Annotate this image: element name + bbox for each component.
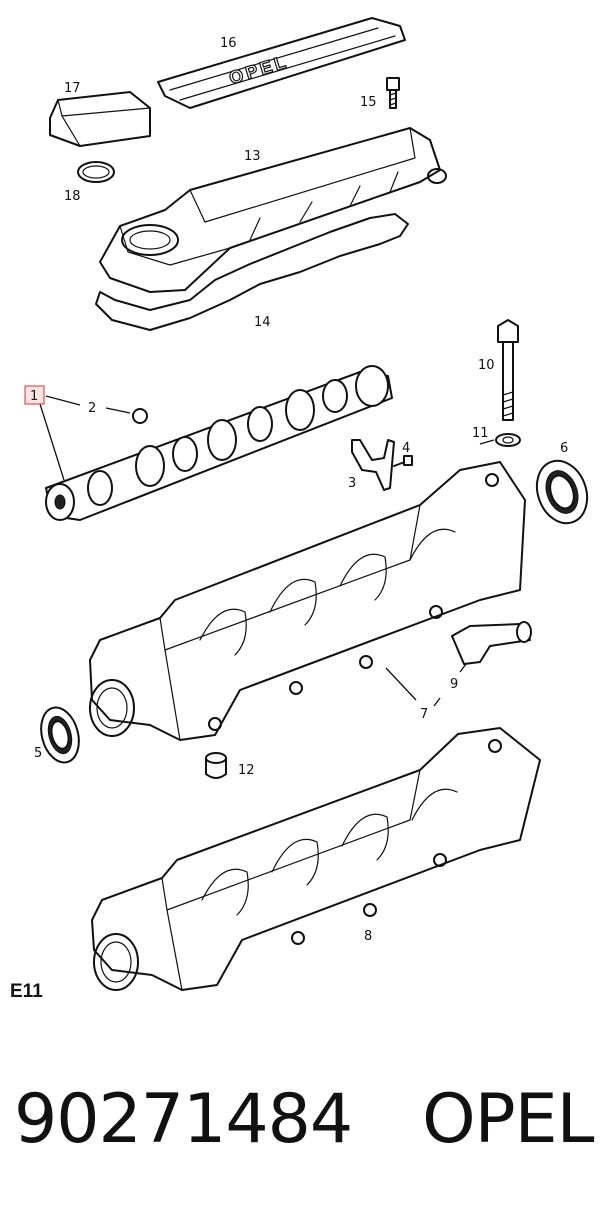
leader-1-to-2 xyxy=(45,395,81,406)
leader-1-to-camshaft xyxy=(39,403,65,481)
callout-17: 17 xyxy=(64,81,81,96)
part-1-camshaft xyxy=(45,365,393,521)
callout-9: 9 xyxy=(450,677,458,692)
callout-1-highlight xyxy=(24,385,45,405)
part-2-plug xyxy=(132,408,148,424)
part-15-bolt xyxy=(386,77,400,109)
leader-7 xyxy=(385,667,417,701)
part-7-camshaft-housing xyxy=(89,461,526,741)
part-9-pipe-elbow xyxy=(451,621,532,665)
part-footer: 90271484 OPEL xyxy=(14,1080,595,1160)
callout-16: 16 xyxy=(220,36,237,51)
callout-13: 13 xyxy=(244,149,261,164)
callout-8: 8 xyxy=(364,929,372,944)
part-17-cap-cover xyxy=(49,91,151,147)
part-4-screw xyxy=(393,455,413,467)
callout-4: 4 xyxy=(402,441,410,456)
callout-7: 7 xyxy=(420,707,428,722)
part-11-washer xyxy=(495,433,521,447)
section-code: E11 xyxy=(10,981,43,1002)
callout-12: 12 xyxy=(238,763,255,778)
leader-7-9 xyxy=(433,697,441,707)
part-number: 90271484 xyxy=(14,1080,353,1159)
callout-15: 15 xyxy=(360,95,377,110)
part-11-washer-hole xyxy=(502,436,514,444)
part-18-o-ring-inner xyxy=(82,165,110,179)
callout-5: 5 xyxy=(34,746,42,761)
leader-9 xyxy=(459,663,467,673)
part-5-oil-seal xyxy=(40,706,80,764)
part-13-head-cover xyxy=(99,127,447,293)
part-8-camshaft-housing xyxy=(91,727,541,991)
callout-14: 14 xyxy=(254,315,271,330)
part-12-dowel-sleeve xyxy=(205,752,227,779)
part-14-gasket xyxy=(95,213,409,331)
part-6-oil-seal xyxy=(535,459,589,525)
part-18-o-ring xyxy=(77,161,115,183)
callout-3: 3 xyxy=(348,476,356,491)
leader-11 xyxy=(479,439,495,445)
callout-18: 18 xyxy=(64,189,81,204)
part-10-long-bolt xyxy=(497,319,519,421)
callout-11: 11 xyxy=(472,426,489,441)
callout-labels: 1 2 3 4 5 6 7 8 9 10 11 12 13 14 15 16 1… xyxy=(24,36,568,944)
callout-2: 2 xyxy=(88,401,96,416)
callout-1: 1 xyxy=(30,389,38,404)
leader-2 xyxy=(105,407,131,414)
callout-6: 6 xyxy=(560,441,568,456)
brand-name: OPEL xyxy=(422,1080,594,1159)
callout-10: 10 xyxy=(478,358,495,373)
leader-lines xyxy=(39,395,495,707)
part-3-bracket xyxy=(351,439,395,491)
